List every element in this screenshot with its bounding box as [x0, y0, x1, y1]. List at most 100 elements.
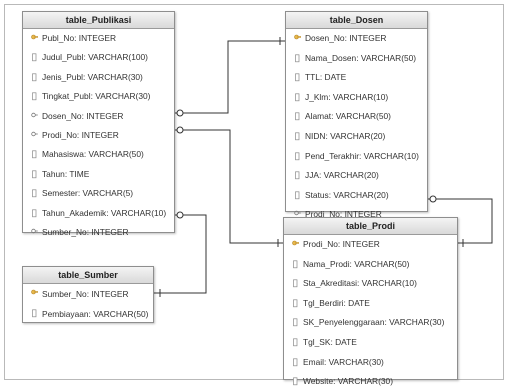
foreign-key-icon	[31, 131, 38, 137]
column-label: Sumber_No: INTEGER	[42, 289, 129, 299]
foreign-key-icon	[31, 228, 38, 234]
column-icon	[295, 93, 300, 101]
column-label: Sumber_No: INTEGER	[42, 226, 129, 237]
column-label: Website: VARCHAR(30)	[303, 376, 393, 387]
table-column-row[interactable]: Sta_Akreditasi: VARCHAR(10)	[284, 274, 457, 294]
column-label: Tahun_Akademik: VARCHAR(10)	[42, 207, 167, 218]
column-label: Pembiayaan: VARCHAR(50)	[42, 309, 149, 319]
table-column-row[interactable]: Tgl_Berdiri: DATE	[284, 294, 457, 314]
column-icon	[32, 189, 37, 198]
relationship-lines	[154, 37, 493, 297]
column-label: Dosen_No: INTEGER	[305, 33, 387, 43]
primary-key-icon	[31, 34, 38, 40]
table-column-row[interactable]: Mahasiswa: VARCHAR(50)	[23, 145, 174, 164]
column-label: JJA: VARCHAR(20)	[305, 170, 379, 181]
table-column-row[interactable]: J_Klm: VARCHAR(10)	[286, 88, 427, 108]
column-icon	[32, 92, 37, 101]
column-label: Jenis_Publ: VARCHAR(30)	[42, 71, 143, 82]
column-icon	[293, 358, 298, 366]
column-icon	[293, 260, 298, 268]
column-label: Prodi_No: INTEGER	[305, 209, 382, 220]
column-label: Status: VARCHAR(20)	[305, 189, 389, 200]
primary-key-icon	[31, 289, 38, 295]
table-column-row[interactable]: Alamat: VARCHAR(50)	[286, 107, 427, 127]
column-icon	[32, 150, 37, 159]
column-label: Sta_Akreditasi: VARCHAR(10)	[303, 278, 417, 289]
table-prodi[interactable]: table_Prodi Prodi_No: INTEGER Nama_Prodi:…	[283, 217, 458, 386]
column-icon	[295, 73, 300, 82]
table-column-row[interactable]: Tahun: TIME	[23, 165, 174, 184]
column-label: Tgl_Berdiri: DATE	[303, 297, 370, 308]
column-icon	[293, 377, 298, 386]
table-column-row[interactable]: Publ_No: INTEGER	[23, 29, 174, 48]
diagram-canvas	[4, 4, 504, 380]
column-icon	[293, 279, 298, 288]
primary-key-icon	[292, 240, 299, 246]
column-label: J_Klm: VARCHAR(10)	[305, 91, 389, 102]
table-column-row[interactable]: Website: VARCHAR(30)	[284, 372, 457, 392]
column-icon	[295, 132, 300, 141]
column-icon	[32, 53, 37, 62]
column-icon	[32, 309, 37, 318]
table-column-row[interactable]: Sumber_No: INTEGER	[23, 223, 174, 242]
column-label: Judul_Publ: VARCHAR(100)	[42, 52, 148, 63]
table-column-row[interactable]: Pembiayaan: VARCHAR(50)	[23, 304, 153, 324]
table-column-row[interactable]: Dosen_No: INTEGER	[23, 107, 174, 126]
column-label: Email: VARCHAR(30)	[303, 356, 384, 367]
column-label: Semester: VARCHAR(5)	[42, 188, 134, 199]
table-column-row[interactable]: Status: VARCHAR(20)	[286, 186, 427, 206]
column-label: TTL: DATE	[305, 72, 347, 83]
table-column-row[interactable]: Tahun_Akademik: VARCHAR(10)	[23, 204, 174, 223]
table-title: table_Publikasi	[23, 12, 174, 29]
table-column-row[interactable]: JJA: VARCHAR(20)	[286, 166, 427, 186]
column-icon	[32, 73, 37, 81]
table-publikasi[interactable]: table_Publikasi Publ_No: INTEGER Judul_Pu…	[22, 11, 175, 237]
table-column-row[interactable]: Prodi_No: INTEGER	[284, 235, 457, 255]
table-title: table_Prodi	[284, 218, 457, 235]
table-column-row[interactable]: Tgl_SK: DATE	[284, 333, 457, 353]
column-icon	[295, 112, 300, 121]
column-label: Tingkat_Publ: VARCHAR(30)	[42, 91, 151, 102]
column-icon	[295, 171, 300, 180]
table-column-row[interactable]: Pend_Terakhir: VARCHAR(10)	[286, 147, 427, 167]
column-label: Nama_Dosen: VARCHAR(50)	[305, 52, 417, 63]
foreign-key-icon	[31, 112, 38, 117]
relation-publikasi-sumber	[154, 211, 207, 297]
table-column-row[interactable]: Prodi_No: INTEGER	[286, 205, 427, 225]
relation-publikasi-dosen	[175, 37, 285, 117]
column-label: Prodi_No: INTEGER	[303, 239, 380, 249]
table-column-row[interactable]: Nama_Prodi: VARCHAR(50)	[284, 255, 457, 275]
table-column-row[interactable]: Semester: VARCHAR(5)	[23, 184, 174, 203]
table-column-row[interactable]: Prodi_No: INTEGER	[23, 126, 174, 145]
table-title: table_Sumber	[23, 267, 153, 284]
column-label: Publ_No: INTEGER	[42, 33, 117, 43]
table-column-row[interactable]: Jenis_Publ: VARCHAR(30)	[23, 68, 174, 87]
table-sumber[interactable]: table_Sumber Sumber_No: INTEGER Pembiayaa…	[22, 266, 154, 323]
column-icon	[293, 318, 298, 327]
table-column-row[interactable]: Dosen_No: INTEGER	[286, 29, 427, 49]
column-icon	[293, 338, 298, 347]
column-icon	[295, 152, 300, 160]
column-icon	[32, 208, 37, 217]
table-column-row[interactable]: Sumber_No: INTEGER	[23, 284, 153, 304]
column-label: Nama_Prodi: VARCHAR(50)	[303, 258, 410, 269]
table-column-row[interactable]: TTL: DATE	[286, 68, 427, 88]
column-label: NIDN: VARCHAR(20)	[305, 130, 386, 141]
relation-dosen-prodi	[428, 195, 493, 247]
table-column-row[interactable]: Judul_Publ: VARCHAR(100)	[23, 48, 174, 67]
column-icon	[32, 170, 37, 178]
column-icon	[293, 299, 298, 307]
table-column-row[interactable]: Nama_Dosen: VARCHAR(50)	[286, 49, 427, 69]
table-column-row[interactable]: Tingkat_Publ: VARCHAR(30)	[23, 87, 174, 106]
column-icon	[295, 54, 300, 62]
column-label: Dosen_No: INTEGER	[42, 110, 124, 121]
table-column-row[interactable]: NIDN: VARCHAR(20)	[286, 127, 427, 147]
column-icon	[295, 191, 300, 199]
table-column-row[interactable]: Email: VARCHAR(30)	[284, 353, 457, 373]
column-label: SK_Penyelenggaraan: VARCHAR(30)	[303, 317, 445, 328]
table-column-row[interactable]: SK_Penyelenggaraan: VARCHAR(30)	[284, 313, 457, 333]
relation-publikasi-prodi	[175, 126, 283, 247]
column-label: Pend_Terakhir: VARCHAR(10)	[305, 150, 419, 161]
column-label: Mahasiswa: VARCHAR(50)	[42, 149, 144, 160]
